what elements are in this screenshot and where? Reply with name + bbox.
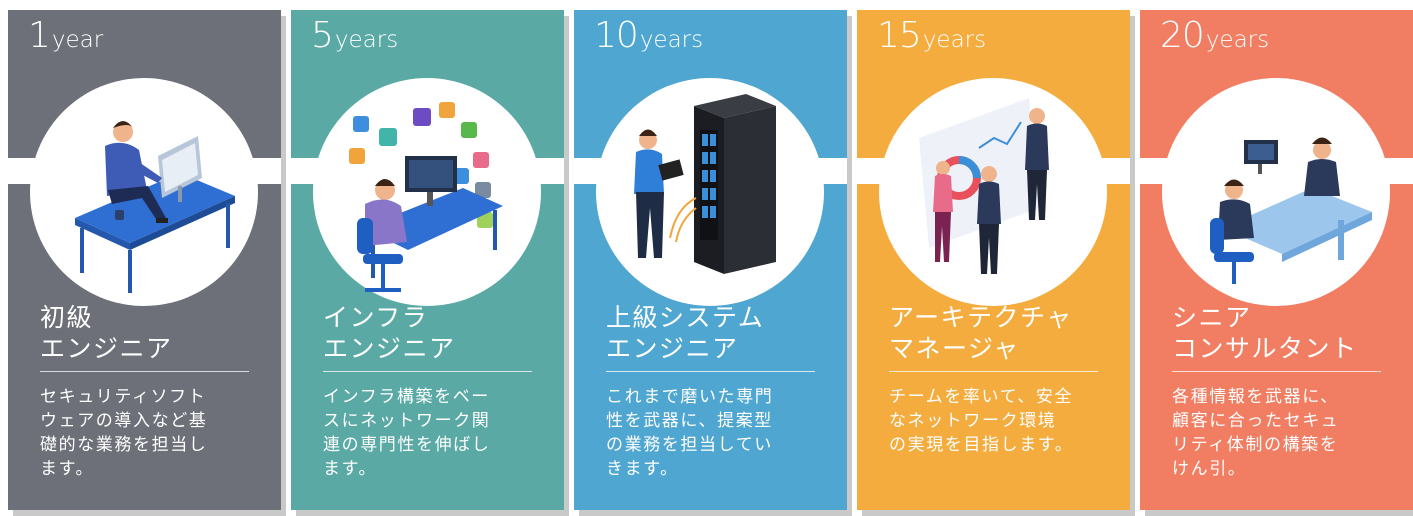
- years-unit: years: [922, 27, 987, 53]
- divider: [889, 371, 1098, 372]
- description-line: ます。: [40, 459, 95, 479]
- career-card-5years: 5 years: [291, 10, 564, 510]
- years-unit: years: [334, 27, 399, 53]
- description-line: リティ体制の構築を: [1172, 435, 1339, 455]
- years-label: 15 years: [877, 18, 986, 62]
- developer-with-code-icons-icon: [349, 102, 503, 292]
- role-title-line: インフラ: [323, 303, 429, 332]
- divider: [1172, 371, 1381, 372]
- role-title-line: 上級システム: [606, 303, 765, 332]
- description-line: ウェアの導入など基: [40, 411, 208, 431]
- career-card-20years: 20 years シニア コンサルタン: [1140, 10, 1413, 510]
- role-description: 各種情報を武器に、 顧客に合ったセキュ リティ体制の構築を けん引。: [1172, 385, 1388, 481]
- years-unit: year: [51, 27, 104, 53]
- role-description: チームを率いて、安全 なネットワーク環境 の実現を目指します。: [889, 385, 1105, 457]
- description-line: の業務を担当してい: [606, 435, 773, 455]
- years-number: 5: [311, 15, 334, 56]
- years-number: 20: [1160, 15, 1205, 56]
- team-presentation-icon: [919, 98, 1049, 274]
- role-title-line: 初級: [40, 303, 94, 332]
- years-unit: years: [1205, 27, 1270, 53]
- role-description: インフラ構築をベー スにネットワーク関 連の専門性を伸ばし ます。: [323, 385, 539, 481]
- description-line: セキュリティソフト: [40, 387, 207, 407]
- description-line: これまで磨いた専門: [606, 387, 774, 407]
- description-line: なネットワーク環境: [889, 411, 1057, 431]
- years-number: 1: [28, 15, 51, 56]
- description-line: チームを率いて、安全: [889, 387, 1074, 407]
- role-title-line: エンジニア: [323, 334, 456, 363]
- description-line: 礎的な業務を担当し: [40, 435, 208, 455]
- years-label: 1 year: [28, 18, 103, 62]
- career-card-15years: 15 years アーキテクチャ マネージャ: [857, 10, 1130, 510]
- consultation-meeting-icon: [1210, 137, 1372, 284]
- role-title: アーキテクチャ マネージャ: [889, 302, 1119, 364]
- role-title-line: アーキテクチャ: [889, 303, 1073, 332]
- divider: [606, 371, 815, 372]
- years-label: 10 years: [594, 18, 703, 62]
- description-line: スにネットワーク関: [323, 411, 491, 431]
- description-line: 顧客に合ったセキュ: [1172, 411, 1340, 431]
- description-line: ます。: [323, 459, 378, 479]
- description-line: インフラ構築をベー: [323, 387, 490, 407]
- years-unit: years: [639, 27, 704, 53]
- description-line: きます。: [606, 459, 679, 479]
- years-label: 20 years: [1160, 18, 1269, 62]
- engineer-at-desk-icon: [75, 121, 235, 293]
- years-label: 5 years: [311, 18, 398, 62]
- role-title: 初級 エンジニア: [40, 302, 270, 364]
- server-rack-engineer-icon: [634, 94, 776, 274]
- description-line: 性を武器に、提案型: [606, 411, 773, 431]
- role-title: シニア コンサルタント: [1172, 302, 1402, 364]
- role-title-line: エンジニア: [40, 334, 173, 363]
- role-description: セキュリティソフト ウェアの導入など基 礎的な業務を担当し ます。: [40, 385, 256, 481]
- description-line: けん引。: [1172, 459, 1247, 479]
- description-line: の実現を目指します。: [889, 435, 1074, 455]
- role-title-line: コンサルタント: [1172, 334, 1358, 363]
- divider: [40, 371, 249, 372]
- illustration-circle: [1162, 78, 1390, 306]
- divider: [323, 371, 532, 372]
- career-card-1year: 1 year 初級 エン: [8, 10, 281, 510]
- role-description: これまで磨いた専門 性を武器に、提案型 の業務を担当してい きます。: [606, 385, 822, 481]
- description-line: 各種情報を武器に、: [1172, 387, 1339, 407]
- role-title: インフラ エンジニア: [323, 302, 553, 364]
- years-number: 10: [594, 15, 639, 56]
- role-title: 上級システム エンジニア: [606, 302, 836, 364]
- role-title-line: マネージャ: [889, 334, 1020, 363]
- description-line: 連の専門性を伸ばし: [323, 435, 491, 455]
- career-card-10years: 10 years: [574, 10, 847, 510]
- years-number: 15: [877, 15, 922, 56]
- role-title-line: シニア: [1172, 303, 1252, 332]
- role-title-line: エンジニア: [606, 334, 739, 363]
